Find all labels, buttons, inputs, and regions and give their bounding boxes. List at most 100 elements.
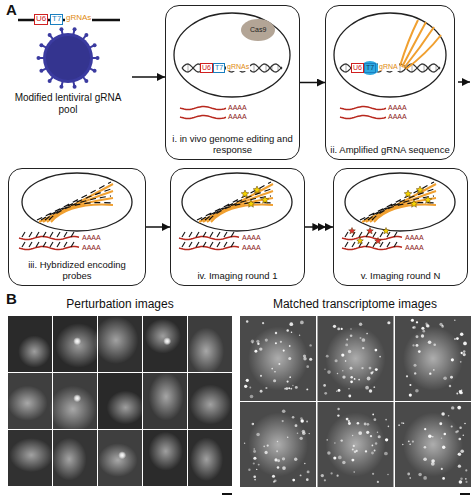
encoding-probe [217,232,220,237]
cell-glow [190,437,223,481]
bright-spot [118,451,126,459]
rna-spot [377,481,379,483]
encoding-probe [36,232,39,237]
rna-spot [337,373,338,374]
rna-spot [372,414,374,416]
rna-spot [253,462,255,464]
rna-spot [295,424,298,427]
rna-spot [378,435,381,438]
rna-spot [346,338,348,340]
rna-spot [426,324,429,327]
dna-strand [340,64,440,72]
rna-spot [297,432,299,434]
cell-step: iv. Imaging round 1 [170,168,305,286]
rna-spot [289,376,291,378]
amplified-grna [362,184,436,222]
rna-spot [342,375,345,378]
fluor-star [375,238,382,244]
rna-spot [292,385,293,386]
rna-spot [367,423,370,426]
rna-spot [283,350,285,352]
step-caption: v. Imaging round N [338,270,463,281]
rna-spot [253,448,254,449]
encoding-probe [22,242,25,247]
micrograph-tile [8,373,52,429]
rna-spot [460,477,463,480]
rna-spot [259,347,262,350]
virus-spike [93,69,97,73]
cas9-protein [241,19,275,41]
rna-spot [463,342,467,346]
virus-spike [73,85,77,89]
cell-step: v. Imaging round N [333,168,468,286]
amplified-grna [199,184,273,222]
encoding-probe [231,242,234,247]
rna-spot [300,417,303,420]
rna-spot [458,438,461,441]
micrograph-tile [143,373,187,429]
rna-spot [463,350,466,353]
rna-spot [407,473,410,476]
rna-spot [295,386,298,389]
encoding-probe [22,232,25,237]
cell-glow [326,327,386,391]
encoding-probe [203,232,206,237]
rna-spot [428,434,431,437]
rna-spot [346,418,349,421]
rna-spot [350,380,353,383]
rna-spot [265,387,267,389]
rna-spot [350,328,352,330]
rna-spot [439,422,442,425]
rna-spot [353,471,355,473]
cell-glow [248,413,308,477]
rna-spot [356,450,358,452]
rna-spot [412,344,414,346]
rna-spot [327,370,331,374]
virus-spike [84,79,88,83]
rna-spot [282,457,285,460]
rna-spot [388,426,390,428]
micrograph-tile [240,402,316,487]
rna-spot [465,481,467,483]
micrograph-tile [395,316,471,401]
rna-spot [290,388,292,390]
rna-spot [282,466,286,470]
rna-spot [362,338,366,342]
rna-spot [252,423,255,426]
polya-label: AAAA [405,244,424,252]
encoding-probe [71,242,74,247]
rna-spot [456,393,458,395]
rna-spot [253,475,256,478]
virus-spike [37,56,41,60]
rna-spot [337,408,339,410]
rna-spot [375,442,377,444]
rna-spot [348,395,351,398]
micrograph-tile [395,402,471,487]
rna-spot [350,367,353,370]
rna-spot [324,479,326,481]
mrna [340,116,386,119]
rna-spot [341,439,343,441]
rna-spot [418,473,422,477]
fluor-star [410,200,418,207]
encoding-probe [352,242,355,247]
rna-spot [448,415,450,417]
rna-spot [299,335,300,336]
rna-spot [350,334,353,337]
rna-spot [277,441,279,443]
dna-rung [346,64,347,72]
rna-spot [321,474,324,477]
rna-spot [338,389,341,392]
rna-spot [348,420,350,422]
rna-spot [282,420,284,422]
rna-spot [431,459,435,463]
rna-spot [459,391,462,394]
rna-spot [275,332,277,334]
rna-spot [362,347,364,349]
rna-spot [443,377,447,381]
encoding-probe [387,242,390,247]
rna-spot [300,321,304,325]
rna-spot [274,458,277,461]
rna-spot [423,476,427,480]
rna-spot [442,446,445,449]
